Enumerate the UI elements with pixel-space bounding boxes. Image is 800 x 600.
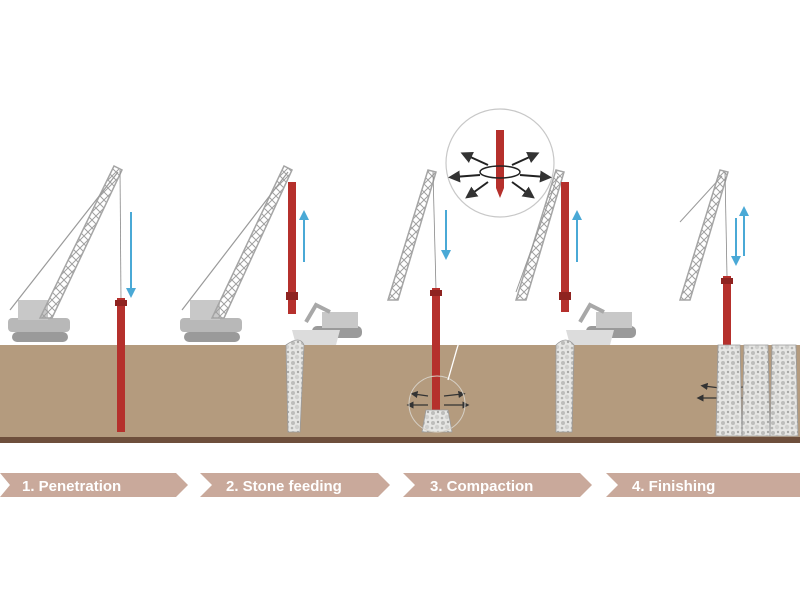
crawler-crane-icon [678,169,729,301]
step-3-compaction-scene [386,108,555,433]
finished-stone-columns [715,344,799,437]
vibroprobe-icon [430,288,442,418]
step-1-penetration-scene [8,164,136,432]
step-label-band: 1. Penetration 2. Stone feeding 3. Compa… [0,473,800,497]
stone-column [285,339,305,433]
step-label-3-text: 3. Compaction [430,478,533,495]
vibration-arrows-icon [406,390,470,409]
step-3-second-rig-scene [514,169,636,433]
stone-column [555,339,575,433]
ground [0,345,800,443]
excavator-icon [566,302,636,345]
step-2-stone-feeding-scene [180,164,362,433]
step-label-1-text: 1. Penetration [22,478,121,495]
vibroprobe-icon [559,182,571,312]
excavator-icon [292,302,362,345]
step-label-4: 4. Finishing [606,473,800,497]
step-label-4-text: 4. Finishing [632,478,715,495]
vibroprobe-icon [286,182,298,314]
vibroprobe-icon [115,298,127,432]
crawler-crane-icon [180,164,293,342]
zoom-detail-callout [408,108,555,433]
crawler-crane-icon [514,169,565,301]
vibroprobe-icon [721,276,733,406]
direction-arrow-icon [299,210,309,262]
step-label-2: 2. Stone feeding [200,473,390,497]
crawler-crane-icon [386,169,437,301]
step-label-1: 1. Penetration [0,473,188,497]
stone-bulb [421,409,453,433]
step-label-2-text: 2. Stone feeding [226,478,342,495]
crawler-crane-icon [8,164,123,342]
step-4-finishing-scene [678,169,799,437]
rotation-arrows-icon [448,152,552,199]
direction-arrow-icon [441,210,451,260]
step-label-3: 3. Compaction [403,473,592,497]
direction-arrow-icon [126,212,136,298]
direction-arrow-icon [731,206,749,266]
direction-arrow-icon [572,210,582,262]
